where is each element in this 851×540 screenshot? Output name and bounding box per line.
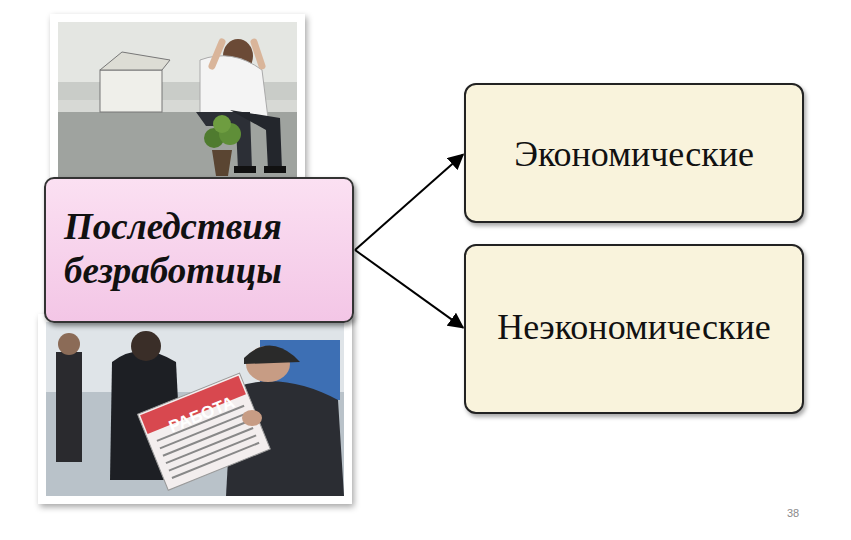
bottom-photo bbox=[38, 314, 352, 504]
arrow-connector bbox=[355, 250, 463, 328]
source-box: Последствия безработицы bbox=[44, 177, 354, 323]
category-box: Экономические bbox=[464, 83, 804, 223]
arrow-connector bbox=[355, 155, 463, 250]
page-number: 38 bbox=[787, 507, 799, 519]
node-text: Последствия безработицы bbox=[64, 205, 334, 292]
category-box: Неэкономические bbox=[464, 244, 804, 414]
top-photo bbox=[50, 14, 305, 190]
node-text: Неэкономические bbox=[476, 306, 792, 349]
node-text: Экономические bbox=[476, 133, 792, 176]
